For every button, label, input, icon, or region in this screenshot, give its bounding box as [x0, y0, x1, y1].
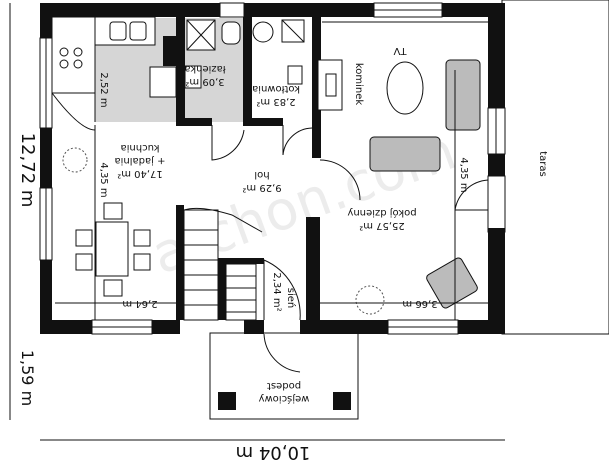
dimension-lines — [9, 3, 505, 441]
dim-living-width: 3,66 m — [402, 298, 437, 309]
dim-kitchen-width: 2,64 m — [122, 298, 157, 309]
room-kitchen-name: kuchnia — [121, 142, 160, 153]
room-kitchen-name2: + jadalnia — [115, 155, 166, 166]
porch-name2: wejściowy — [259, 393, 310, 405]
interior-walls — [163, 17, 505, 320]
fireplace-label: kominek — [353, 63, 364, 106]
boiler-fixtures — [252, 19, 305, 85]
plant-icon — [355, 285, 385, 315]
kitchen-counter — [51, 16, 177, 131]
porch-name: podest — [267, 380, 301, 391]
dim-kitchen-depth: 4,35 m — [98, 162, 109, 197]
dining-set — [75, 202, 151, 297]
room-kitchen-area: 17,40 m² — [117, 168, 163, 179]
stairs — [183, 207, 263, 321]
dim-living-depth: 4,35 m — [458, 157, 469, 192]
room-hall-name: hol — [254, 169, 269, 180]
dim-total-width: 10,04 m — [236, 442, 311, 462]
terrace-label: taras — [537, 151, 548, 177]
laundry-fixtures — [184, 19, 241, 89]
room-vestibule-area: 2,34 m² — [271, 272, 282, 311]
porch-post-right — [333, 392, 351, 410]
dim-kitchen-top: 2,52 m — [98, 72, 109, 107]
windows — [39, 2, 506, 335]
room-boiler-area: 2,83 m² — [256, 96, 295, 107]
room-laundry-name: łazienka — [184, 63, 225, 74]
dim-porch-depth: 1,59 m — [18, 350, 37, 406]
doors — [211, 125, 489, 373]
plant-icon — [62, 147, 88, 173]
living-furniture — [317, 21, 488, 309]
room-living-name: pokój dzienny — [347, 207, 416, 219]
room-hall-area: 9,29 m² — [242, 182, 281, 193]
room-vestibule-name: sień — [285, 288, 297, 308]
room-living-area: 25,57 m² — [359, 220, 405, 231]
room-laundry-area: 3,09 m² — [185, 76, 224, 87]
terrace-area — [501, 0, 609, 335]
room-boiler-name: kotłownia — [252, 83, 300, 94]
dim-total-height: 12,72 m — [17, 133, 38, 208]
tv-label: TV — [393, 45, 407, 56]
porch-post-left — [218, 392, 236, 410]
